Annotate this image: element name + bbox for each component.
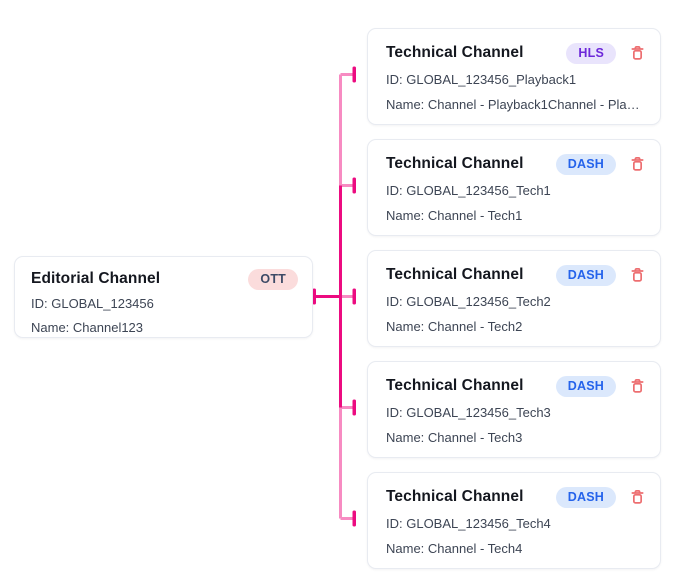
delete-channel-button[interactable] <box>628 488 646 507</box>
channel-name-text: Name: Channel - Tech3 <box>386 429 523 445</box>
trash-icon <box>630 157 644 171</box>
format-badge: DASH <box>555 154 616 175</box>
channel-name-text: Name: Channel - Tech2 <box>386 318 523 334</box>
card-header: Technical Channel HLS <box>386 43 646 64</box>
delete-channel-button[interactable] <box>628 44 646 63</box>
trash-icon <box>630 490 644 504</box>
format-badge: DASH <box>555 376 616 397</box>
channel-id-text: ID: GLOBAL_123456_Tech3 <box>386 404 551 420</box>
delete-channel-button[interactable] <box>628 377 646 396</box>
ott-badge: OTT <box>248 269 298 290</box>
editorial-channel-card[interactable]: Editorial Channel OTT ID: GLOBAL_123456 … <box>14 256 313 338</box>
card-title: Technical Channel <box>386 488 524 506</box>
card-header: Technical Channel DASH <box>386 265 646 286</box>
card-header: Technical Channel DASH <box>386 376 646 397</box>
card-header: Technical Channel DASH <box>386 154 646 175</box>
trash-icon <box>630 379 644 393</box>
format-badge: DASH <box>555 265 616 286</box>
channel-name-text: Name: Channel123 <box>31 319 144 335</box>
card-title: Technical Channel <box>386 266 524 284</box>
trash-icon <box>630 46 644 60</box>
card-header: Technical Channel DASH <box>386 487 646 508</box>
delete-channel-button[interactable] <box>628 266 646 285</box>
connector-endcap <box>352 66 356 83</box>
technical-channel-card[interactable]: Technical Channel DASH ID: GLOBAL_123456… <box>367 472 661 569</box>
channel-id-text: ID: GLOBAL_123456_Tech4 <box>386 515 551 531</box>
format-badge: DASH <box>555 487 616 508</box>
connector-endcap <box>352 177 356 194</box>
channel-id-text: ID: GLOBAL_123456_Tech1 <box>386 182 551 198</box>
channel-id-text: ID: GLOBAL_123456_Tech2 <box>386 293 551 309</box>
connector-endcap <box>352 288 356 305</box>
channel-name-text: Name: Channel - Tech1 <box>386 207 523 223</box>
delete-channel-button[interactable] <box>628 155 646 174</box>
card-header: Editorial Channel OTT <box>31 269 298 290</box>
format-badge: HLS <box>566 43 616 64</box>
channel-id-text: ID: GLOBAL_123456 <box>31 295 154 311</box>
connector-endcap <box>352 510 356 527</box>
technical-channel-card[interactable]: Technical Channel DASH ID: GLOBAL_123456… <box>367 361 661 458</box>
card-title: Technical Channel <box>386 377 524 395</box>
channel-name-text: Name: Channel - Tech4 <box>386 540 523 556</box>
technical-channel-card[interactable]: Technical Channel DASH ID: GLOBAL_123456… <box>367 139 661 236</box>
card-title: Editorial Channel <box>31 270 161 288</box>
card-title: Technical Channel <box>386 155 524 173</box>
technical-channel-card[interactable]: Technical Channel HLS ID: GLOBAL_123456_… <box>367 28 661 125</box>
card-title: Technical Channel <box>386 44 524 62</box>
connector-endcap <box>352 399 356 416</box>
channel-id-text: ID: GLOBAL_123456_Playback1 <box>386 71 577 87</box>
technical-channel-card[interactable]: Technical Channel DASH ID: GLOBAL_123456… <box>367 250 661 347</box>
connector-endcap <box>312 288 316 305</box>
trash-icon <box>630 268 644 282</box>
channel-name-text: Name: Channel - Playback1Channel - Playb… <box>386 96 646 112</box>
